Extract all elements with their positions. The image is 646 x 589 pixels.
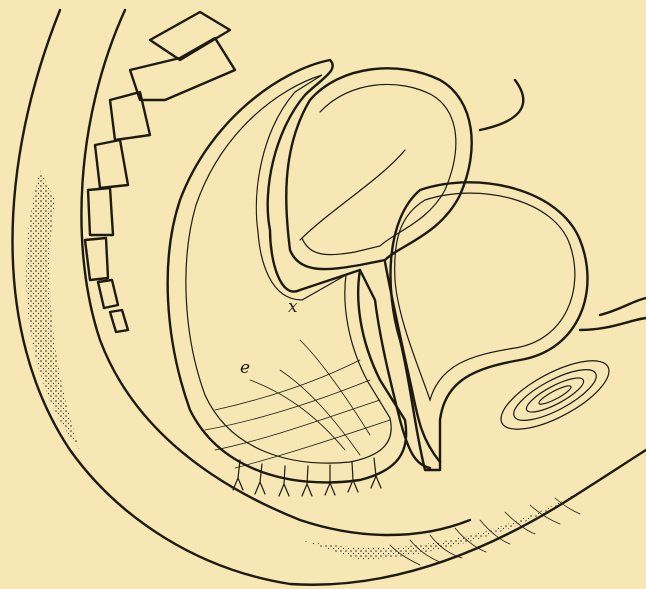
skin-outline [13,10,646,585]
vertebral-column [85,12,235,332]
abdominal-wall [480,80,523,130]
rectum [168,60,407,482]
label-e: e [240,358,250,378]
uterus [286,68,471,269]
pubic-line [580,298,646,330]
perineal-fibers [205,340,390,468]
label-x: x [288,297,298,317]
nerve-endings [233,458,381,496]
